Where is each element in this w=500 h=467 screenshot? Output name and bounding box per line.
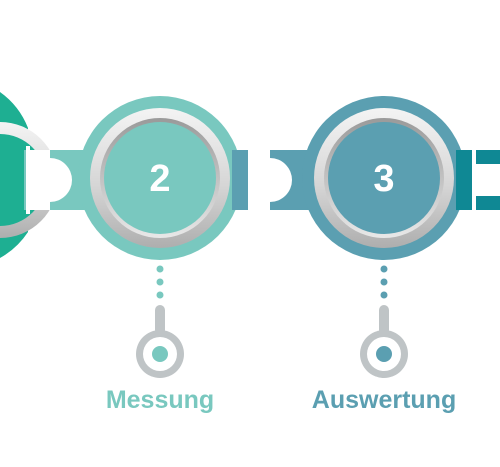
- step-2-pin-icon: [136, 305, 184, 378]
- step-2: 2 Messung: [78, 96, 242, 414]
- step-2-disc: [104, 122, 216, 234]
- step-3-number: 3: [373, 158, 394, 200]
- step-3: 3 Auswertung: [302, 96, 466, 414]
- step-1: n: [0, 92, 58, 258]
- step-2-dotted-line: [156, 265, 164, 299]
- step-2-number: 2: [149, 158, 170, 200]
- step-3-label: Auswertung: [312, 386, 456, 414]
- step-3-disc: [328, 122, 440, 234]
- step-3-dotted-line: [380, 265, 388, 299]
- step-2-label: Messung: [106, 386, 214, 414]
- connector-3-4: [456, 146, 500, 214]
- step-3-pin-icon: [360, 305, 408, 378]
